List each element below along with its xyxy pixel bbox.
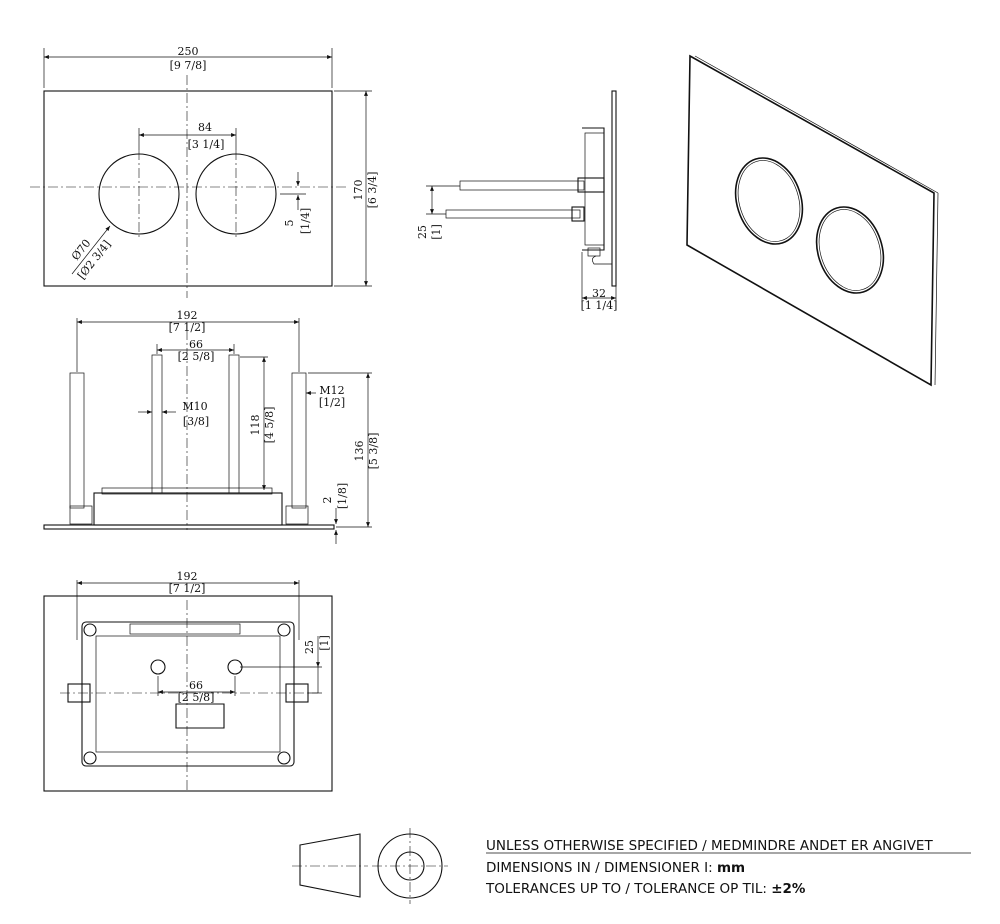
rear-offset-in: [1] bbox=[318, 635, 331, 651]
note-line-3-value: ±2% bbox=[771, 881, 806, 897]
bottom-view: 192 [7 1/2] 66 [2 5/8] M10 [3/8] M12 [1/… bbox=[43, 309, 380, 544]
front-view: 250 [9 7/8] 84 [3 1/4] 170 [6 3/4] 5 [1/… bbox=[30, 45, 379, 298]
isometric-view bbox=[686, 54, 939, 387]
dim-width-in: [9 7/8] bbox=[170, 59, 207, 72]
note-line-1: UNLESS OTHERWISE SPECIFIED / MEDMINDRE A… bbox=[486, 838, 933, 854]
rear-offset: 25 bbox=[303, 640, 316, 654]
side-view: 25 [1] 32 [1 1/4] bbox=[416, 90, 618, 312]
leader-diameter bbox=[71, 225, 111, 275]
side-housing bbox=[584, 132, 605, 246]
side-plate bbox=[611, 90, 617, 287]
rear-width: 192 bbox=[177, 570, 198, 583]
rod-nut-lower bbox=[571, 206, 585, 222]
thread-m10-in: [3/8] bbox=[183, 415, 209, 428]
total-height-in: [5 3/8] bbox=[367, 433, 380, 470]
rod-outer-left bbox=[69, 372, 85, 509]
rear-cutout bbox=[175, 703, 225, 729]
bottom-lug-left bbox=[69, 505, 93, 525]
thread-m12-in: [1/2] bbox=[319, 396, 345, 409]
notes: UNLESS OTHERWISE SPECIFIED / MEDMINDRE A… bbox=[485, 838, 971, 897]
note-line-2-value: mm bbox=[717, 860, 745, 876]
projection-cone bbox=[299, 833, 361, 898]
note-line-2: DIMENSIONS IN / DIMENSIONER I: mm bbox=[486, 860, 745, 876]
bottom-width-in: [7 1/2] bbox=[169, 321, 206, 334]
front-plate-outline bbox=[43, 90, 333, 287]
iso-button-right-inner bbox=[818, 209, 882, 291]
rear-inner: 66 bbox=[189, 679, 203, 692]
total-height: 136 bbox=[353, 441, 366, 462]
side-offset: 25 bbox=[416, 225, 429, 239]
dim-offset: 5 bbox=[283, 220, 296, 227]
side-depth-in: [1 1/4] bbox=[581, 299, 618, 312]
rod-upper bbox=[459, 180, 585, 191]
rear-rod-hole-right bbox=[227, 659, 243, 675]
iso-edge bbox=[934, 192, 939, 386]
rod-inner-left bbox=[151, 354, 163, 494]
side-foot bbox=[587, 247, 601, 257]
projection-symbol bbox=[292, 828, 448, 904]
rear-rod-hole-left bbox=[150, 659, 166, 675]
note-line-3: TOLERANCES UP TO / TOLERANCE OP TIL: ±2% bbox=[485, 881, 806, 897]
dim-offset-in: [1/4] bbox=[299, 208, 312, 234]
rod-inner-right bbox=[228, 354, 240, 494]
dim-width: 250 bbox=[178, 45, 199, 58]
rear-corner-hole bbox=[83, 623, 97, 637]
rear-corner-hole bbox=[83, 751, 97, 765]
thread-m10: M10 bbox=[182, 400, 207, 413]
iso-edge bbox=[694, 55, 939, 194]
side-offset-in: [1] bbox=[430, 224, 443, 240]
rear-frame-slot bbox=[129, 623, 241, 635]
rear-inner-in: [2 5/8] bbox=[178, 691, 215, 704]
rear-view: 192 [7 1/2] 66 [2 5/8] 25 [1] bbox=[43, 570, 333, 792]
rod-length-in: [4 5/8] bbox=[263, 407, 276, 444]
thread-m12: M12 bbox=[319, 384, 344, 397]
rear-plate-outline bbox=[43, 595, 333, 792]
bottom-inner-in: [2 5/8] bbox=[178, 350, 215, 363]
dim-spacing: 84 bbox=[198, 121, 212, 134]
iso-button-left bbox=[734, 157, 804, 245]
rod-outer-right bbox=[291, 372, 307, 509]
side-depth: 32 bbox=[592, 287, 606, 300]
rod-lower bbox=[445, 209, 581, 219]
rear-corner-hole bbox=[277, 623, 291, 637]
rear-corner-hole bbox=[277, 751, 291, 765]
iso-button-right bbox=[815, 206, 885, 294]
note-line-2-prefix: DIMENSIONS IN / DIMENSIONER I: bbox=[486, 860, 717, 876]
note-line-3-prefix: TOLERANCES UP TO / TOLERANCE OP TIL: bbox=[485, 881, 771, 897]
bottom-width: 192 bbox=[177, 309, 198, 322]
rear-frame-outer bbox=[81, 621, 295, 767]
plate-thickness: 2 bbox=[321, 497, 334, 504]
bottom-lug-right bbox=[285, 505, 309, 525]
dim-spacing-in: [3 1/4] bbox=[188, 138, 225, 151]
bottom-plate bbox=[43, 524, 335, 530]
rear-frame-inner bbox=[95, 635, 281, 753]
side-clip bbox=[592, 255, 612, 265]
bottom-housing bbox=[93, 492, 283, 526]
bottom-inner: 66 bbox=[189, 338, 203, 351]
rod-nut-upper bbox=[577, 177, 605, 193]
plate-thickness-in: [1/8] bbox=[336, 483, 349, 509]
rod-length: 118 bbox=[249, 415, 262, 436]
dim-height: 170 bbox=[352, 180, 365, 201]
rear-width-in: [7 1/2] bbox=[169, 582, 206, 595]
iso-plate bbox=[686, 54, 935, 387]
iso-button-left-inner bbox=[737, 160, 801, 242]
dim-height-in: [6 3/4] bbox=[366, 172, 379, 209]
